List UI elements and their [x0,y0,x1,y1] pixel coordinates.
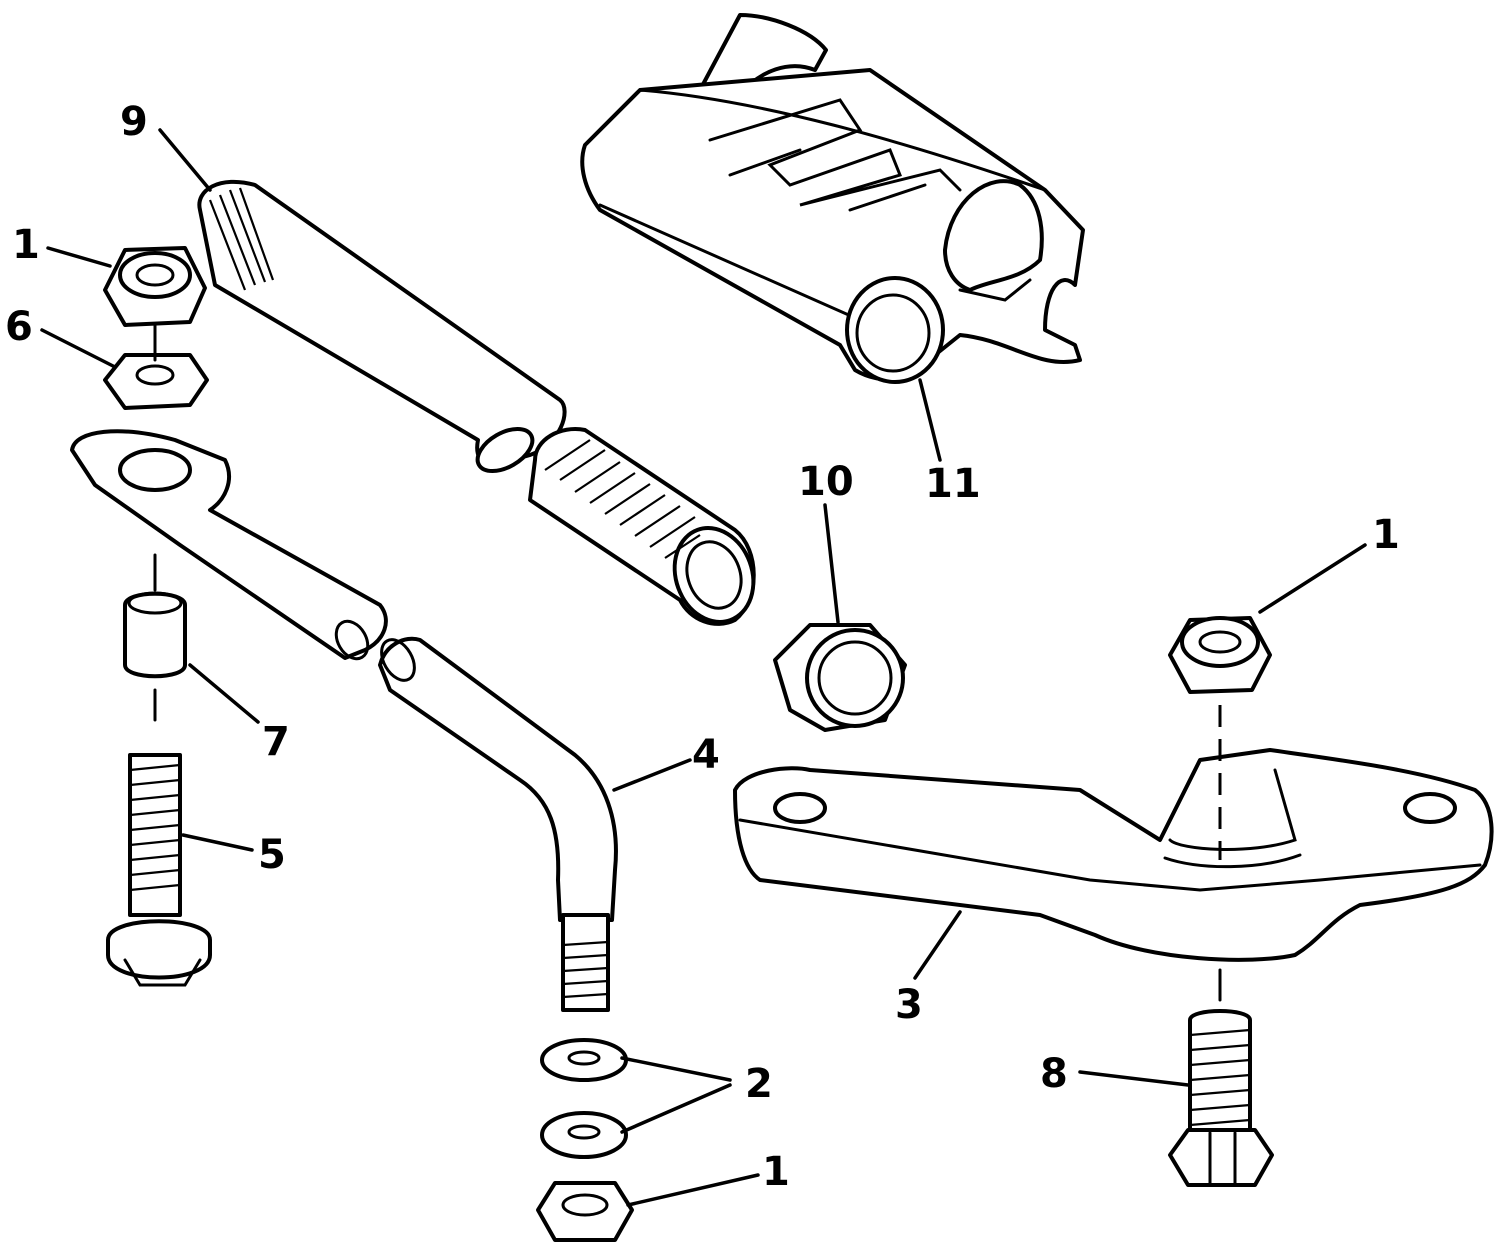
part-6-washer [103,323,209,410]
leader-11 [918,378,942,462]
part-4-bent-rod [378,636,618,1012]
callout-9: 9 [120,99,148,145]
threaded-sleeve [528,427,756,626]
part-9-tube [197,179,567,474]
callouts: 9 1 6 10 11 1 7 4 5 3 2 8 1 [5,99,1400,1195]
leader-2b [620,1083,732,1134]
leader-1a [46,246,112,268]
callout-2: 2 [745,1061,773,1107]
callout-7: 7 [262,719,290,765]
leader-1b [1258,543,1367,614]
callout-5: 5 [258,832,286,878]
callout-3: 3 [895,982,923,1028]
part-11-housing [580,13,1085,384]
callout-1-right: 1 [1372,512,1400,558]
leader-6 [40,328,117,369]
leader-1c [626,1173,760,1207]
part-5-bolt [106,753,212,987]
part-8-bolt [1168,1009,1274,1187]
callout-1-top: 1 [12,222,40,268]
leader-4 [612,758,692,792]
leader-2a [620,1056,732,1082]
callout-11: 11 [925,461,981,507]
part-10-hex-nut [773,623,907,732]
part-1-nut-bottom [536,1181,634,1242]
leader-lines [40,128,1367,1207]
tie-rod-end [70,429,388,661]
leader-3 [913,910,962,980]
callout-6: 6 [5,304,33,350]
callout-4: 4 [692,732,720,778]
leader-8 [1078,1070,1190,1087]
part-3-steering-arm [733,748,1494,962]
callout-8: 8 [1040,1051,1068,1097]
leader-10 [823,503,840,624]
callout-10: 10 [798,459,854,505]
part-7-spacer [123,591,187,722]
part-2-washers [540,1038,628,1159]
leader-5 [181,833,254,852]
callout-1-bottom: 1 [762,1149,790,1195]
leader-7 [188,663,260,724]
part-1-nut-top [103,246,207,327]
leader-9 [158,128,212,192]
part-1-nut-right [1168,616,1272,1002]
